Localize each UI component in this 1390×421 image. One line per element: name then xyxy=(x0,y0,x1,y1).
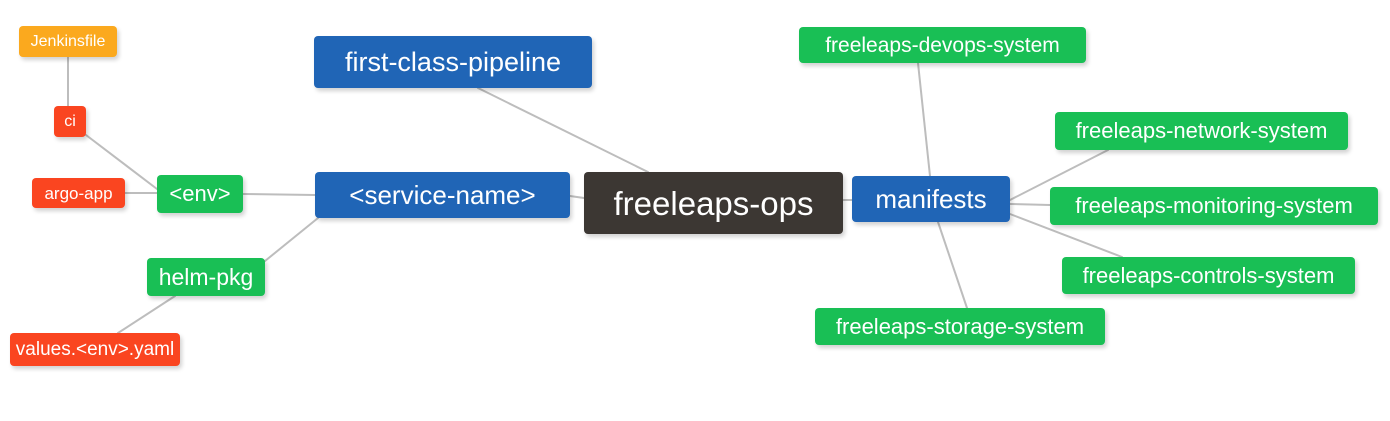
node-service-name-label: <service-name> xyxy=(349,180,536,210)
edge-service-name-env xyxy=(242,193,316,196)
node-controls-system[interactable]: freeleaps-controls-system xyxy=(1062,257,1355,294)
node-storage-system-label: freeleaps-storage-system xyxy=(835,313,1085,339)
node-argo-app-label: argo-app xyxy=(44,183,113,203)
node-jenkinsfile[interactable]: Jenkinsfile xyxy=(19,26,117,57)
edge-root-service-name xyxy=(569,195,585,199)
node-root[interactable]: freeleaps-ops xyxy=(584,172,843,234)
node-devops-system-label: freeleaps-devops-system xyxy=(825,33,1060,57)
node-monitoring-system[interactable]: freeleaps-monitoring-system xyxy=(1050,187,1378,225)
node-values-yaml-label: values.<env>.yaml xyxy=(15,339,175,360)
edge-root-first-class-pipeline xyxy=(477,87,649,173)
node-first-class-pipeline-label: first-class-pipeline xyxy=(344,46,562,77)
node-ci[interactable]: ci xyxy=(54,106,86,137)
node-manifests-label: manifests xyxy=(875,184,987,214)
edge-helm-pkg-values-yaml xyxy=(117,295,176,334)
node-helm-pkg-label: helm-pkg xyxy=(158,263,254,290)
edge-manifests-devops-system xyxy=(917,62,931,177)
node-storage-system[interactable]: freeleaps-storage-system xyxy=(815,308,1105,345)
edge-manifests-storage-system xyxy=(937,221,968,309)
node-env[interactable]: <env> xyxy=(157,175,243,213)
node-helm-pkg[interactable]: helm-pkg xyxy=(147,258,265,296)
node-monitoring-system-label: freeleaps-monitoring-system xyxy=(1075,193,1353,218)
node-root-label: freeleaps-ops xyxy=(613,184,814,222)
node-ci-label: ci xyxy=(64,112,76,130)
edge-service-name-helm-pkg xyxy=(264,217,319,262)
node-network-system-label: freeleaps-network-system xyxy=(1075,118,1328,143)
node-controls-system-label: freeleaps-controls-system xyxy=(1082,262,1335,288)
node-first-class-pipeline[interactable]: first-class-pipeline xyxy=(314,36,592,88)
node-argo-app[interactable]: argo-app xyxy=(32,178,125,208)
node-network-system[interactable]: freeleaps-network-system xyxy=(1055,112,1348,150)
edge-manifests-monitoring-system xyxy=(1009,203,1051,206)
node-env-label: <env> xyxy=(169,181,231,206)
node-devops-system[interactable]: freeleaps-devops-system xyxy=(799,27,1086,63)
node-manifests[interactable]: manifests xyxy=(852,176,1010,222)
node-values-yaml[interactable]: values.<env>.yaml xyxy=(10,333,180,366)
node-jenkinsfile-label: Jenkinsfile xyxy=(30,32,106,50)
node-service-name[interactable]: <service-name> xyxy=(315,172,570,218)
